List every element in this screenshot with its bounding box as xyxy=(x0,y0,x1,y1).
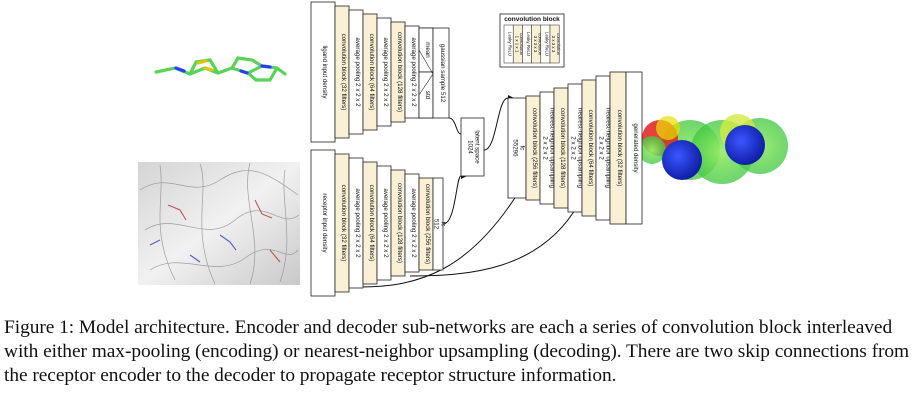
legend-row-label: convolution1 x 1 x 1 xyxy=(514,33,524,56)
ligand-encoder-layer-label: convolution block (32 filters) xyxy=(340,34,347,111)
ligand-encoder-layer-label: convolution block (128 filters) xyxy=(396,32,403,112)
decoder-layer xyxy=(625,71,643,225)
decoder-layer-label: generated density xyxy=(632,123,639,173)
ligand-encoder-layer xyxy=(310,1,336,143)
ligand-molecule-image xyxy=(154,56,287,82)
receptor-fc-label: fc512 xyxy=(433,219,447,230)
ligand-encoder-layer-label: average pooling 2 x 2 x 2 xyxy=(354,37,361,107)
receptor-encoder-layer-label: receptor input density xyxy=(321,193,328,253)
decoder-layer-label: nearest-neighbor upsampling2 x 2 x 2 xyxy=(598,108,612,189)
latent-space-label: latent space1024 xyxy=(467,130,481,164)
gaussian-sample-label: gaussian sample 512 xyxy=(439,44,446,103)
legend-row-label: Leaky ReLU xyxy=(526,32,531,56)
receptor-encoder-layer-label: convolution block (32 filters) xyxy=(340,185,347,262)
receptor-encoder-layer-label: average pooling 2 x 2 x 2 xyxy=(354,188,361,258)
architecture-figure: ligand input density convolution block (3… xyxy=(138,1,788,297)
figure-caption: Figure 1: Model architecture. Encoder an… xyxy=(4,317,910,386)
connections xyxy=(359,97,579,288)
decoder-layer-label: convolution block (32 filters) xyxy=(616,110,623,187)
ligand-encoder-layer-label: average pooling 2 x 2 x 2 xyxy=(382,37,389,107)
decoder-layer-label: nearest-neighbor upsampling2 x 2 x 2 xyxy=(542,108,556,189)
decoder-layer-label: fc55296 xyxy=(512,139,526,157)
receptor-surface-image xyxy=(138,162,300,285)
mean-label: mean xyxy=(424,42,431,58)
receptor-encoder-layer-label: convolution block (128 filters) xyxy=(396,183,403,263)
decoder-layer-label: convolution block (256 filters) xyxy=(531,108,538,188)
decoder-layer-label: convolution block (64 filters) xyxy=(587,110,594,187)
receptor-encoder-layer xyxy=(310,149,336,297)
receptor-fc-layer xyxy=(432,177,444,271)
legend-row-label: Leaky ReLU xyxy=(508,32,513,56)
receptor-encoder-layer-label: convolution block (64 filters) xyxy=(368,185,375,262)
legend-title: convolution block xyxy=(504,16,560,23)
decoder-layer-label: nearest-neighbor upsampling2 x 2 x 2 xyxy=(570,108,584,189)
decoder-layer-label: convolution block (128 filters) xyxy=(559,108,566,188)
receptor-encoder-layer-label: average pooling 2 x 2 x 2 xyxy=(382,188,389,258)
legend-row-label: Leaky ReLU xyxy=(544,32,549,56)
receptor-encoder-layer-label: convolution block (256 filters) xyxy=(424,184,431,264)
receptor-encoder-layer-label: average pooling 2 x 2 x 2 xyxy=(410,188,417,258)
legend-row-label: convolution3 x 3 x 3 xyxy=(551,33,561,56)
legend-row xyxy=(549,24,560,64)
latent-space-box xyxy=(460,117,485,177)
ligand-encoder-layer-label: ligand input density xyxy=(321,46,328,100)
generated-density-image xyxy=(638,114,788,184)
gaussian-sample-layer xyxy=(432,27,450,119)
legend-row-label: convolution3 x 3 x 3 xyxy=(533,33,543,56)
ligand-encoder-layer-label: convolution block (64 filters) xyxy=(368,34,375,111)
ligand-encoder-layer-label: average pooling 2 x 2 x 2 xyxy=(410,37,417,107)
std-label: std xyxy=(424,91,431,100)
